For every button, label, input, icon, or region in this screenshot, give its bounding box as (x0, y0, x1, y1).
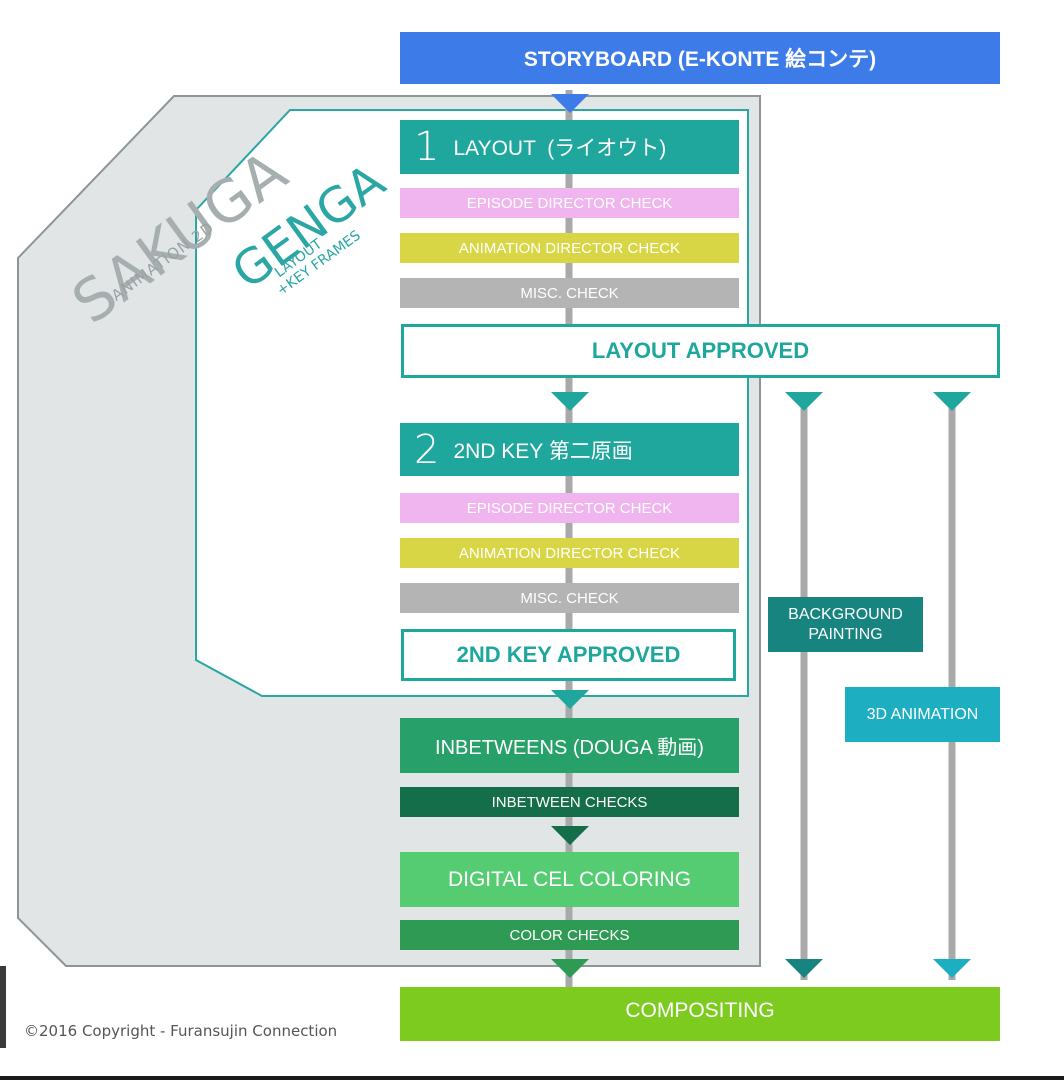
side-tab (0, 966, 6, 1048)
second-key-box: 2 2ND KEY 第二原画 (400, 423, 739, 476)
layout-episode-director-check-label: EPISODE DIRECTOR CHECK (466, 194, 673, 212)
copyright-text: ©2016 Copyright - Furansujin Connection (24, 1022, 338, 1040)
arrow-layout-approved (551, 392, 589, 411)
inbetween-checks-box: INBETWEEN CHECKS (400, 787, 739, 817)
arrow-3d-end (933, 959, 971, 978)
layout-animation-director-check: ANIMATION DIRECTOR CHECK (400, 233, 739, 263)
inbetweens-title: INBETWEENS (DOUGA 動画) (435, 737, 704, 759)
background-painting-line2: PAINTING (808, 625, 883, 643)
background-painting-box: BACKGROUND PAINTING (768, 597, 923, 652)
layout-misc-check: MISC. CHECK (400, 278, 739, 308)
compositing-box: COMPOSITING (400, 987, 1000, 1041)
layout-box: 1 LAYOUT (ライオウト) (400, 120, 739, 174)
compositing-label: COMPOSITING (625, 999, 775, 1022)
arrow-2nd-key-approved (551, 690, 589, 709)
layout-misc-check-label: MISC. CHECK (520, 284, 619, 302)
bottom-border (0, 1076, 1064, 1080)
layout-title: LAYOUT (ライオウト) (453, 137, 667, 160)
digital-cel-coloring-box: DIGITAL CEL COLORING (400, 852, 739, 907)
color-checks-box: COLOR CHECKS (400, 920, 739, 950)
second-key-episode-director-check: EPISODE DIRECTOR CHECK (400, 493, 739, 523)
second-key-approved-box: 2ND KEY APPROVED (401, 629, 736, 681)
3d-animation-box: 3D ANIMATION (845, 687, 1000, 742)
second-key-episode-director-check-label: EPISODE DIRECTOR CHECK (466, 499, 673, 517)
arrow-background (785, 392, 823, 411)
second-key-approved-label: 2ND KEY APPROVED (456, 642, 681, 667)
3d-animation-label: 3D ANIMATION (866, 705, 979, 723)
arrow-storyboard (551, 94, 589, 113)
storyboard-label: STORYBOARD (E-KONTE 絵コンテ) (523, 48, 877, 71)
second-key-misc-check-label: MISC. CHECK (520, 589, 619, 607)
arrow-3d (933, 392, 971, 411)
storyboard-box: STORYBOARD (E-KONTE 絵コンテ) (400, 32, 1000, 84)
digital-cel-coloring-title: DIGITAL CEL COLORING (447, 867, 692, 891)
layout-episode-director-check: EPISODE DIRECTOR CHECK (400, 188, 739, 218)
second-key-animation-director-check-label: ANIMATION DIRECTOR CHECK (458, 544, 681, 562)
inbetween-checks-label: INBETWEEN CHECKS (491, 793, 648, 811)
arrow-color-checks (551, 959, 589, 978)
layout-step-number: 1 (414, 124, 440, 170)
second-key-step-number: 2 (414, 426, 440, 473)
layout-approved-label: LAYOUT APPROVED (591, 338, 810, 363)
second-key-misc-check: MISC. CHECK (400, 583, 739, 613)
second-key-title: 2ND KEY 第二原画 (453, 439, 633, 463)
inbetweens-box: INBETWEENS (DOUGA 動画) (400, 718, 739, 773)
background-painting-line1: BACKGROUND (788, 605, 903, 623)
second-key-animation-director-check: ANIMATION DIRECTOR CHECK (400, 538, 739, 568)
arrow-background-end (785, 959, 823, 978)
layout-approved-box: LAYOUT APPROVED (401, 324, 1000, 378)
color-checks-label: COLOR CHECKS (509, 926, 630, 944)
arrow-inbetween-checks (551, 826, 589, 845)
layout-animation-director-check-label: ANIMATION DIRECTOR CHECK (458, 239, 681, 257)
